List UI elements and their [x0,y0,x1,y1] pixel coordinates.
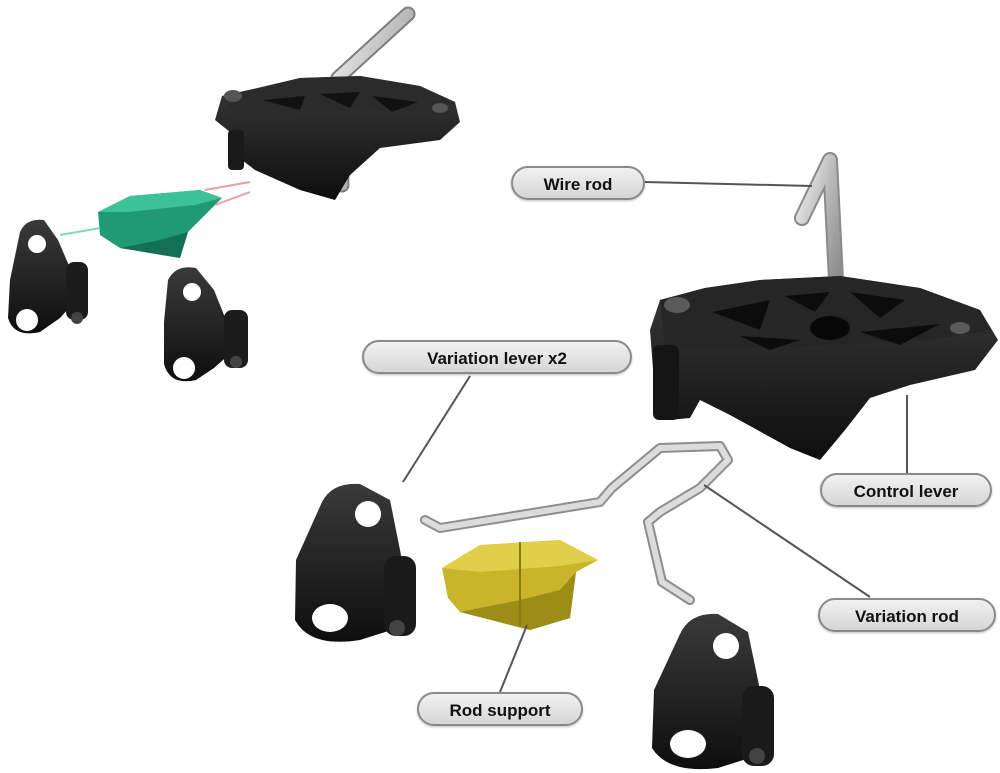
label-variation-lever: Variation lever x2 [362,340,632,374]
control-lever-part [650,276,998,460]
rod-support-part [442,540,598,630]
variation-rod-part [420,441,733,605]
label-rod-support: Rod support [417,692,583,726]
variation-lever-part-2 [652,613,774,770]
assembled-view [8,6,460,382]
assembled-variation-lever-right [164,267,248,382]
variation-lever-part-1 [295,483,416,642]
label-control-lever: Control lever [820,473,992,507]
label-variation-rod: Variation rod [818,598,996,632]
label-wire-rod: Wire rod [511,166,645,200]
leader-lines [402,181,908,693]
leader-variation-rod [703,484,871,598]
assembled-control-lever [215,76,460,200]
leader-rod-support [499,624,528,693]
assembled-rod-support [59,181,251,258]
leader-wire-rod [644,181,813,187]
assembled-variation-lever-left [8,219,88,334]
wire-rod-part [794,152,844,288]
leader-variation-lever [402,375,471,483]
